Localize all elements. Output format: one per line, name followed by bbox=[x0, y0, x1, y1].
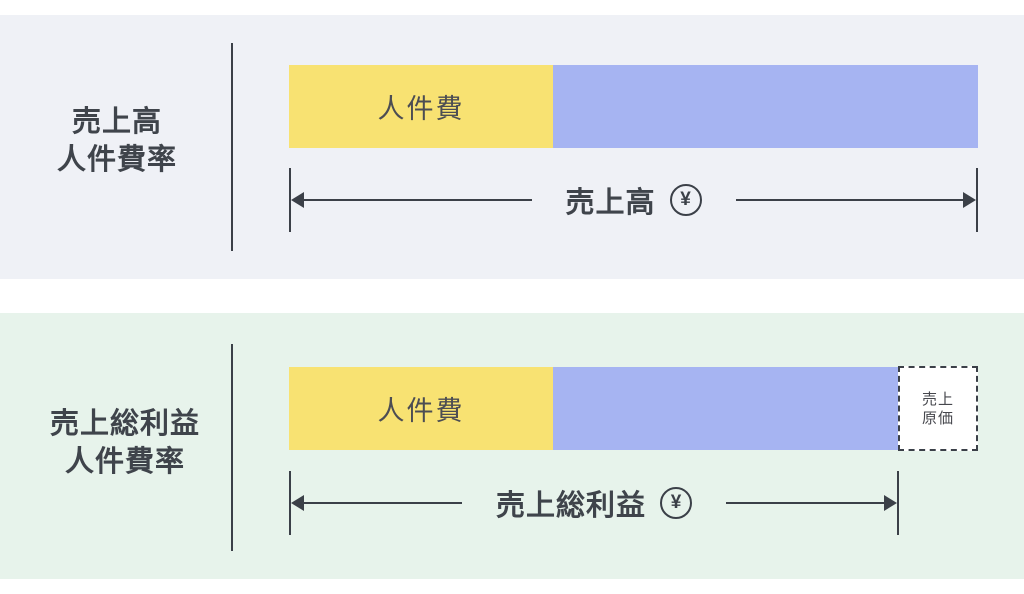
sales-bar: 人件費 bbox=[289, 65, 978, 148]
measure-line: 売上総利益 ¥ bbox=[291, 471, 898, 535]
measure-line-right bbox=[735, 199, 964, 201]
sales-arrow-text: 売上高 bbox=[565, 187, 656, 219]
remaining-sales-segment bbox=[553, 65, 978, 148]
measure-line-left bbox=[304, 502, 462, 504]
labor-cost-label: 人件費 bbox=[377, 94, 465, 124]
arrowhead-left-icon bbox=[291, 495, 304, 511]
gross-profit-ratio-divider bbox=[231, 344, 233, 551]
measure-tick-right bbox=[976, 168, 978, 232]
sales-arrow-label: 売上高 ¥ bbox=[566, 179, 702, 221]
gross-profit-arrow-text: 売上総利益 bbox=[496, 490, 647, 522]
cost-of-sales-line2: 原価 bbox=[921, 409, 954, 427]
sales-ratio-title: 売上高 人件費率 bbox=[7, 103, 227, 179]
gross-profit-arrow-label: 売上総利益 ¥ bbox=[496, 482, 693, 524]
measure-line-right bbox=[726, 502, 885, 504]
labor-cost-segment: 人件費 bbox=[289, 65, 553, 148]
arrowhead-left-icon bbox=[291, 192, 304, 208]
gross-profit-measure-arrow: 売上総利益 ¥ bbox=[289, 471, 899, 535]
sales-ratio-divider bbox=[231, 43, 233, 251]
cost-of-sales-box: 売上 原価 bbox=[898, 366, 978, 451]
measure-tick-left bbox=[289, 471, 291, 535]
remaining-gross-profit-segment bbox=[553, 367, 899, 450]
labor-cost-label: 人件費 bbox=[377, 396, 465, 426]
measure-tick-left bbox=[289, 168, 291, 232]
gross-profit-ratio-title-line2: 人件費率 bbox=[64, 446, 185, 478]
measure-line: 売上高 ¥ bbox=[291, 168, 977, 232]
arrowhead-right-icon bbox=[963, 192, 977, 208]
sales-ratio-title-line1: 売上高 bbox=[71, 106, 162, 138]
cost-of-sales-line1: 売上 bbox=[921, 390, 954, 408]
yen-circle-icon: ¥ bbox=[660, 487, 693, 519]
measure-line-left bbox=[304, 199, 532, 201]
yen-circle-icon: ¥ bbox=[669, 184, 702, 216]
gross-profit-bar: 人件費 bbox=[289, 367, 899, 450]
measure-tick-right bbox=[897, 471, 899, 535]
arrowhead-right-icon bbox=[884, 495, 898, 511]
gross-profit-ratio-title: 売上総利益 人件費率 bbox=[5, 405, 245, 481]
sales-ratio-title-line2: 人件費率 bbox=[56, 144, 177, 176]
sales-measure-arrow: 売上高 ¥ bbox=[289, 168, 978, 232]
gross-profit-ratio-title-line1: 売上総利益 bbox=[49, 408, 200, 440]
labor-cost-segment: 人件費 bbox=[289, 367, 553, 450]
